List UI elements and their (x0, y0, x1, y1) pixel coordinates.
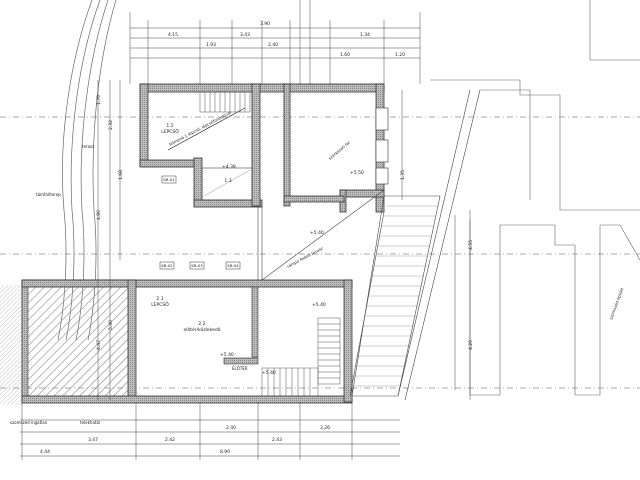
level-lower: +5.40 (312, 302, 326, 308)
dim-bottom-c: 2.40 (226, 425, 236, 431)
level-upper-small: +4.39 (222, 164, 236, 170)
dim-left-a: 1.70 (96, 95, 102, 105)
lower-stairs (261, 317, 341, 397)
dim-left-b: 2.32 (108, 120, 114, 130)
dim-top-e: 2.40 (268, 42, 278, 48)
room-lower-main-name: előtér/közlekedő (183, 326, 220, 333)
left-dimension-texts: 1.70 2.32 1.68 4.80 5.40 4.47 (96, 95, 124, 350)
room-labels: 1.5 LEPCSŐ 2.2 előtér/közlekedő 2.1 LEPC… (151, 123, 232, 333)
note-outdoor: terasz (82, 144, 94, 149)
bottom-dimension-lines (20, 402, 400, 460)
room-upper-left-name: LEPCSŐ (161, 128, 179, 135)
tag-a: KB-01 (163, 177, 175, 182)
tag-c: KB-03 (191, 263, 203, 268)
dim-top-a: 4.15 (168, 32, 178, 38)
room-upper-left-id: 1.5 (166, 123, 173, 129)
room-lower-main-id: 2.2 (198, 321, 205, 327)
tag-bubbles: KB-01 KB-02 KB-03 KB-04 (159, 175, 241, 270)
level-lower-small: +5.40 (262, 370, 276, 376)
dim-top-total: 3.90 (260, 21, 270, 27)
tag-b: KB-02 (161, 263, 173, 268)
dim-left-c: 1.68 (118, 170, 124, 180)
bottom-dimension-texts: 8.90 3.47 2.42 2.40 3.26 4.44 2.43 (40, 425, 330, 455)
top-dimension-lines (129, 0, 421, 84)
top-dimension-texts: 3.90 4.15 3.43 1.34 1.93 2.40 1.60 1.20 (168, 21, 405, 58)
dim-bottom-total: 8.90 (220, 449, 230, 455)
dim-top-d: 1.93 (206, 42, 216, 48)
wc-room (201, 167, 253, 201)
upper-building (139, 83, 385, 213)
neighbor-outline (430, 0, 640, 396)
room-lower-left-id: 2.1 (156, 296, 163, 302)
ramp-diagonals (257, 89, 481, 401)
dim-bottom-d: 3.26 (320, 425, 330, 431)
room-lower-left-name: LEPCSŐ (151, 301, 169, 308)
note-left: támfal/terep (36, 192, 61, 197)
level-stair: +5.40 (220, 352, 234, 358)
right-dimension-texts: 1.35 4.55 4.20 (400, 170, 474, 350)
level-middle: +5.40 (310, 230, 324, 236)
left-dimension-lines (97, 80, 121, 400)
dim-bottom-f: 2.43 (272, 437, 282, 443)
note-wall: szerkezeti fal (327, 140, 350, 161)
dim-top-c: 1.34 (360, 32, 370, 38)
upper-windows (375, 107, 389, 185)
upper-stairs (167, 91, 251, 151)
dim-top-b: 3.43 (240, 32, 250, 38)
dim-top-g: 1.20 (395, 52, 405, 58)
note-bottom-left-b: telekhatár (80, 420, 101, 425)
dim-bottom-b: 2.42 (165, 437, 175, 443)
dim-left-d: 4.80 (96, 210, 102, 220)
note-right-vertical: szomszéd épület (608, 287, 624, 321)
note-bottom-left-a: szomszéd ingatlan (10, 420, 48, 425)
dim-bottom-e: 4.44 (40, 449, 50, 455)
dim-left-e: 5.40 (108, 320, 114, 330)
level-upper-right: +5.50 (350, 170, 364, 176)
room-wc-id: 1.3 (224, 178, 231, 184)
lower-building (0, 279, 353, 405)
dim-bottom-a: 3.47 (88, 437, 98, 443)
note-stair: felmenő 1 lépcső, lépcsőfordulóval (168, 110, 232, 147)
note-ramp: rámpa fedett terasz (286, 246, 324, 269)
note-stair-ref: ELŐTÉR (232, 366, 248, 371)
dim-right-c: 4.20 (468, 340, 474, 350)
level-markers: +4.39 +5.50 +5.40 +5.40 +5.40 +5.40 (220, 164, 364, 376)
right-dimension-lines (401, 90, 471, 400)
dim-left-f: 4.47 (96, 340, 102, 350)
dim-right-a: 1.35 (400, 170, 406, 180)
dim-right-b: 4.55 (468, 240, 474, 250)
ramp-hatch (351, 195, 441, 397)
tag-d: KB-04 (227, 263, 239, 268)
dim-top-f: 1.60 (340, 52, 350, 58)
